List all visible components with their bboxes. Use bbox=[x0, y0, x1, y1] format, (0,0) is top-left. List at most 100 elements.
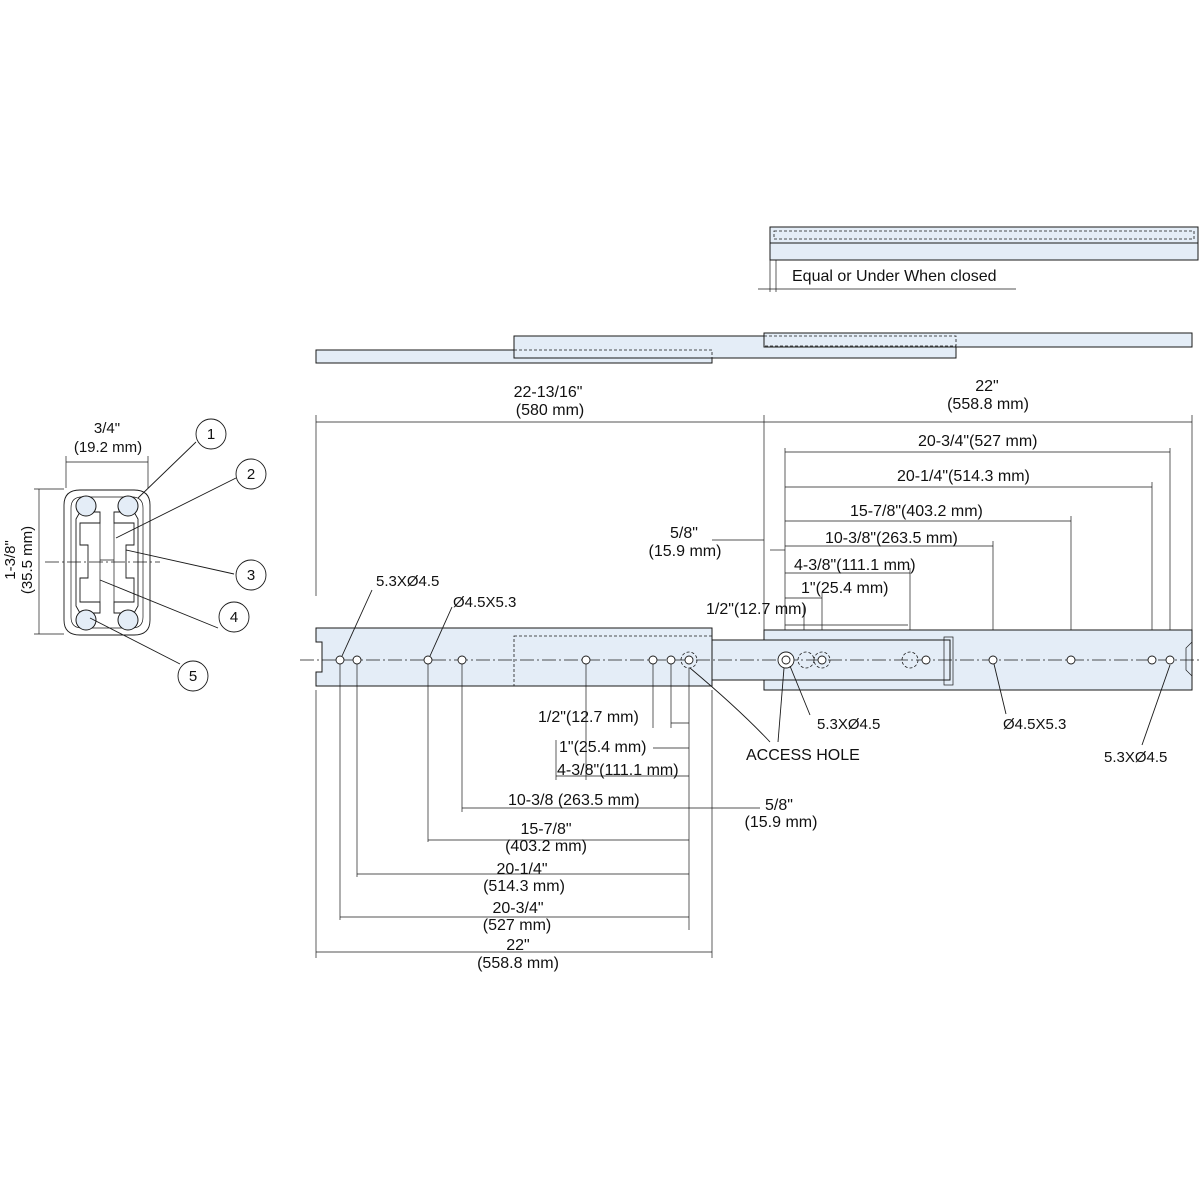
ball-bearing bbox=[117, 609, 139, 631]
mount-hole bbox=[781, 655, 791, 665]
dim-label-403-inch: 15-7/8" bbox=[520, 821, 571, 838]
leader-line bbox=[1141, 664, 1171, 746]
inner-member-profile bbox=[113, 511, 139, 614]
extended-hidden-overlap bbox=[513, 349, 713, 359]
rail-end-notch bbox=[1185, 641, 1193, 677]
height-inch-label: 1-3/8" bbox=[2, 540, 19, 580]
closed-note: Equal or Under When closed bbox=[792, 268, 997, 285]
dim-label-403: 15-7/8"(403.2 mm) bbox=[850, 503, 983, 520]
offset-inch-label: 5/8" bbox=[670, 525, 698, 542]
mount-hole bbox=[581, 655, 591, 665]
hole-label-b: Ø4.5X5.3 bbox=[453, 594, 516, 611]
dim-label-111: 4-3/8"(111.1 mm) bbox=[794, 557, 916, 574]
cross-section-view: 3/4" (19.2 mm) 1-3/8" (35.5 mm) 1 2 3 4 … bbox=[2, 418, 267, 692]
dim-label-527-inch: 20-3/4" bbox=[492, 900, 543, 917]
hole-label-e: 5.3XØ4.5 bbox=[1104, 749, 1167, 766]
total-extension-inch: 22-13/16" bbox=[514, 384, 583, 401]
hidden-middle-rail bbox=[513, 635, 713, 687]
callout-number: 3 bbox=[247, 567, 255, 584]
slide-length-inch: 22" bbox=[975, 378, 998, 395]
offset-inch-label: 5/8" bbox=[765, 797, 793, 814]
mount-hole bbox=[335, 655, 345, 665]
mount-hole bbox=[648, 655, 658, 665]
mount-hole bbox=[1147, 655, 1157, 665]
dim-label-514-mm: (514.3 mm) bbox=[483, 878, 565, 895]
ball-bearing bbox=[75, 609, 97, 631]
mount-hole bbox=[352, 655, 362, 665]
stop-block bbox=[943, 636, 954, 686]
callout-circle-2 bbox=[235, 458, 267, 490]
callout-circle-4 bbox=[218, 601, 250, 633]
ball-bearing bbox=[75, 495, 97, 517]
hidden-hole bbox=[797, 651, 815, 669]
hole-label-c: 5.3XØ4.5 bbox=[817, 716, 880, 733]
callout-circle-1 bbox=[195, 418, 227, 450]
callout-number: 2 bbox=[247, 466, 255, 483]
access-leader-line bbox=[689, 667, 771, 743]
callout-circle-3 bbox=[235, 559, 267, 591]
closed-rail-lower bbox=[769, 242, 1199, 261]
dim-label-total-mm: (558.8 mm) bbox=[477, 955, 559, 972]
leader-line bbox=[429, 606, 453, 657]
dim-label-403-mm: (403.2 mm) bbox=[505, 838, 587, 855]
callout-circle-5 bbox=[177, 660, 209, 692]
inner-member-dimensions: 20-3/4"(527 mm) 20-1/4"(514.3 mm) 15-7/8… bbox=[649, 433, 1171, 655]
leader-line bbox=[341, 589, 373, 657]
leader-line bbox=[789, 665, 811, 716]
leader-line bbox=[137, 441, 197, 499]
closed-rail-hidden-edge bbox=[773, 230, 1195, 240]
callout-number: 5 bbox=[189, 668, 197, 685]
outer-channel-profile bbox=[63, 489, 151, 636]
hole-label-a: 5.3XØ4.5 bbox=[376, 573, 439, 590]
mount-hole bbox=[1165, 655, 1175, 665]
slide-length-mm: (558.8 mm) bbox=[947, 396, 1029, 413]
offset-mm-label: (15.9 mm) bbox=[745, 814, 818, 831]
hole-label-d: Ø4.5X5.3 bbox=[1003, 716, 1066, 733]
callout-number: 4 bbox=[230, 609, 238, 626]
dim-label-514-inch: 20-1/4" bbox=[496, 861, 547, 878]
mount-hole bbox=[817, 655, 827, 665]
width-inch-label: 3/4" bbox=[94, 420, 120, 437]
height-mm-label: (35.5 mm) bbox=[19, 526, 36, 594]
mount-hole bbox=[457, 655, 467, 665]
mount-hole bbox=[666, 655, 676, 665]
leader-line bbox=[125, 549, 235, 575]
extended-hidden-overlap bbox=[763, 335, 957, 347]
leader-line bbox=[993, 663, 1007, 715]
ball-bearing bbox=[117, 495, 139, 517]
dim-label-12: 1/2"(12.7 mm) bbox=[706, 601, 807, 618]
dim-label-111: 4-3/8"(111.1 mm) bbox=[557, 762, 679, 779]
dim-label-25: 1"(25.4 mm) bbox=[801, 580, 888, 597]
mount-hole bbox=[684, 655, 694, 665]
dim-label-12: 1/2"(12.7 mm) bbox=[538, 709, 639, 726]
mount-hole bbox=[921, 655, 931, 665]
leader-line bbox=[89, 617, 181, 665]
intermediate-member-profile bbox=[75, 511, 101, 614]
dim-label-527-mm: (527 mm) bbox=[483, 917, 551, 934]
offset-mm-label: (15.9 mm) bbox=[649, 543, 722, 560]
closed-view: Equal or Under When closed bbox=[758, 226, 1199, 292]
leader-line bbox=[115, 477, 237, 539]
mount-hole bbox=[988, 655, 998, 665]
closed-rail-upper bbox=[769, 226, 1199, 244]
width-mm-label: (19.2 mm) bbox=[74, 439, 142, 456]
extended-inner-rail bbox=[763, 332, 1193, 348]
dim-label-263: 10-3/8"(263.5 mm) bbox=[825, 530, 958, 547]
dim-label-263: 10-3/8 (263.5 mm) bbox=[508, 792, 640, 809]
callout-number: 1 bbox=[207, 426, 215, 443]
dim-label-total-inch: 22" bbox=[506, 937, 529, 954]
access-hole-label: ACCESS HOLE bbox=[746, 747, 860, 764]
access-leader-line bbox=[777, 667, 785, 743]
dim-label-514: 20-1/4"(514.3 mm) bbox=[897, 468, 1030, 485]
side-view: 5.3XØ4.5 Ø4.5X5.3 5.3XØ4.5 Ø4.5X5.3 5.3X… bbox=[300, 573, 1200, 766]
leader-line bbox=[99, 579, 219, 629]
mount-hole bbox=[423, 655, 433, 665]
hidden-hole bbox=[901, 651, 919, 669]
web-profile bbox=[99, 523, 115, 602]
extended-view: 22-13/16" (580 mm) 22" (558.8 mm) bbox=[315, 332, 1193, 640]
dim-label-527: 20-3/4"(527 mm) bbox=[918, 433, 1038, 450]
dim-label-25: 1"(25.4 mm) bbox=[559, 739, 646, 756]
mount-hole bbox=[1066, 655, 1076, 665]
outer-member-dimensions: 1/2"(12.7 mm) 1"(25.4 mm) 4-3/8"(111.1 m… bbox=[315, 664, 818, 972]
